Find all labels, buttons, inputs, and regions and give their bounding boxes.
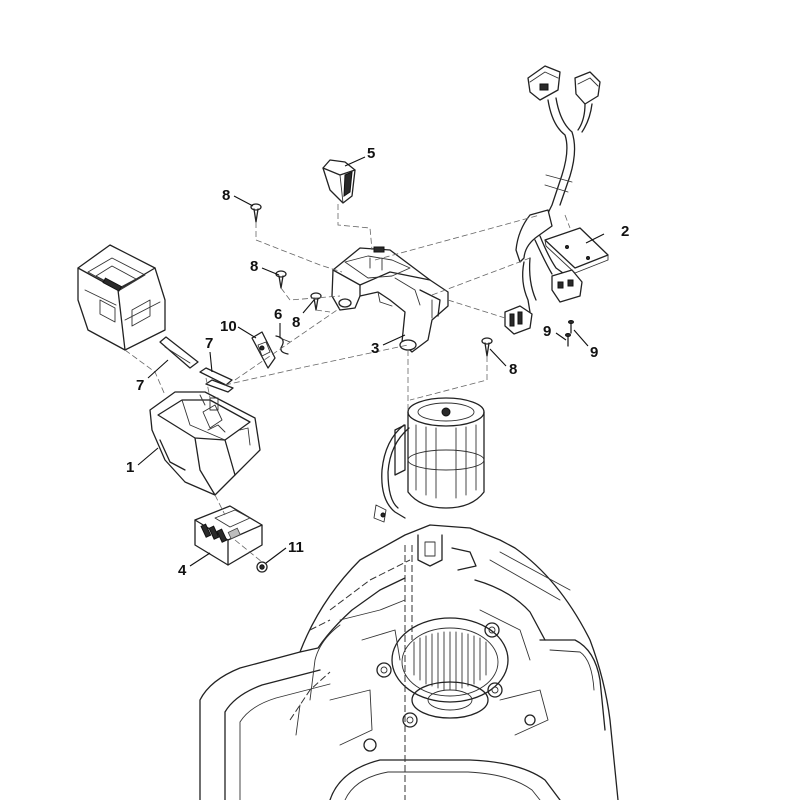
callout-7a: 7: [136, 377, 144, 394]
part-5-cover: [322, 159, 356, 204]
part-2-switch-harness: [504, 65, 609, 335]
part-10-latch: [251, 331, 276, 369]
part-7-clip-strips: [159, 336, 234, 393]
callout-5: 5: [367, 145, 375, 162]
callout-8c: 8: [292, 314, 300, 331]
part-11-nut: [256, 561, 268, 573]
part-1-battery-tray: [149, 391, 261, 496]
screw-8-mid1: [275, 270, 287, 289]
callout-6: 6: [274, 306, 282, 323]
callout-8d: 8: [509, 361, 517, 378]
callout-2: 2: [621, 223, 629, 240]
callout-labels: 1 2 3 4 5 6 7 7 8 8 8 8 9 9 10 11: [126, 145, 629, 579]
part-9-screws: [565, 320, 574, 347]
callout-9a: 9: [543, 323, 551, 340]
callout-11: 11: [288, 539, 304, 556]
callout-4: 4: [178, 562, 187, 579]
mower-deck: [199, 524, 619, 800]
part-6-spring-clip: [275, 335, 291, 355]
part-4-electronics-module: [194, 505, 263, 566]
callout-10: 10: [220, 318, 237, 335]
electric-motor: [373, 397, 485, 523]
callout-3: 3: [371, 340, 379, 357]
assembly-guide-lines: [124, 204, 571, 563]
leader-lines: [137, 156, 605, 567]
battery-pack: [77, 244, 166, 351]
callout-7b: 7: [205, 335, 213, 352]
callout-8a: 8: [222, 187, 230, 204]
part-3-main-bracket: [331, 246, 449, 353]
screw-8-top: [250, 203, 262, 223]
callout-1: 1: [126, 459, 134, 476]
screw-8-right: [481, 337, 493, 357]
part-8-screws: [250, 203, 493, 357]
callout-9b: 9: [590, 344, 598, 361]
callout-8b: 8: [250, 258, 258, 275]
